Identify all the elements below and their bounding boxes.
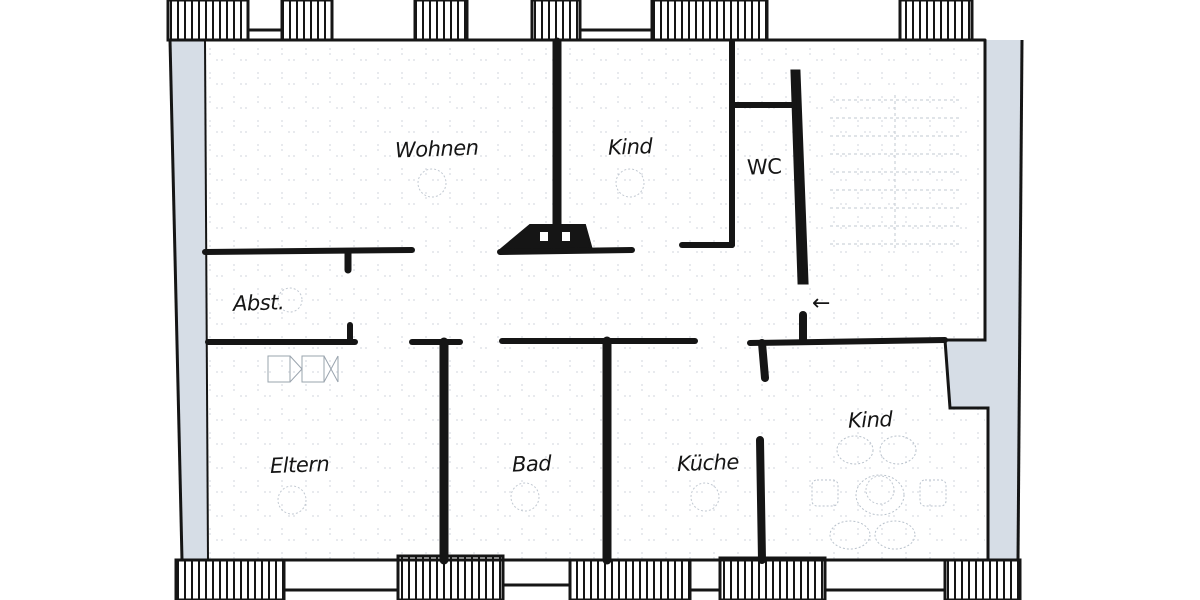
bottom-windows xyxy=(174,554,1022,600)
base-plan-texture xyxy=(205,40,985,560)
room-label-kueche: Küche xyxy=(676,449,740,477)
room-label-kind-bottom: Kind xyxy=(847,407,893,433)
room-label-kind-top: Kind xyxy=(607,134,653,160)
top-windows xyxy=(166,0,974,42)
outer-walls xyxy=(168,39,1024,561)
room-label-bad: Bad xyxy=(511,451,552,477)
entry-arrow-icon: ← xyxy=(812,291,831,316)
interior-walls xyxy=(202,37,990,565)
room-label-abst: Abst. xyxy=(232,290,285,316)
room-label-wohnen: Wohnen xyxy=(394,135,479,163)
room-label-eltern: Eltern xyxy=(269,451,330,479)
room-label-wc: WC xyxy=(746,154,782,180)
